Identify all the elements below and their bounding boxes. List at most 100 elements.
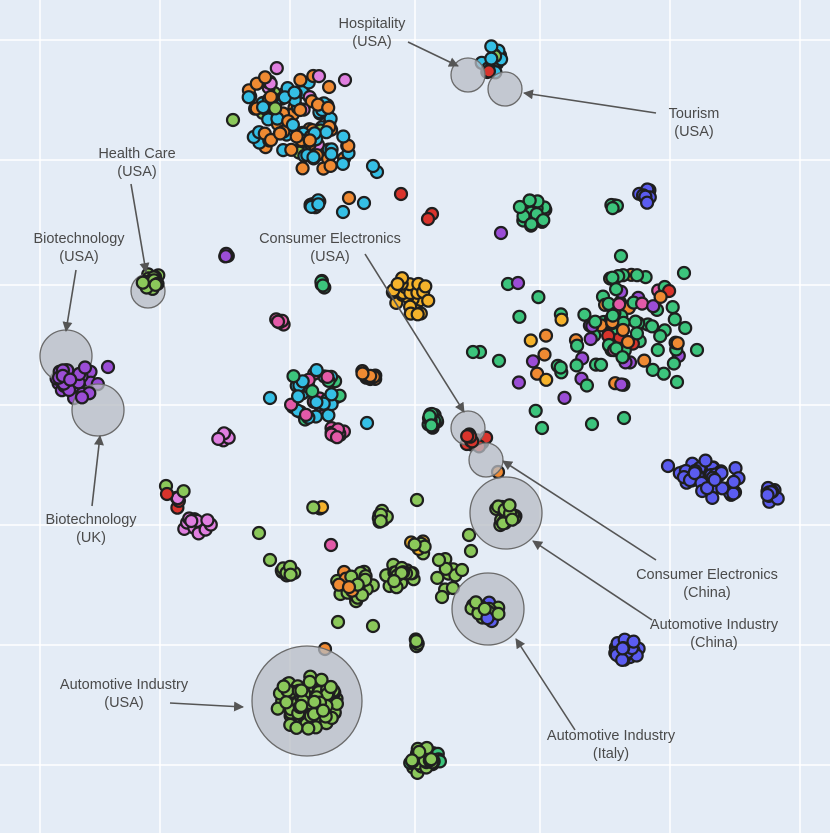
data-point: [512, 309, 527, 324]
data-point: [323, 537, 339, 553]
annotation-label: Automotive Industry: [547, 728, 676, 744]
data-point: [306, 500, 321, 515]
data-point: [387, 573, 402, 589]
data-point: [311, 197, 326, 212]
data-point: [569, 338, 585, 353]
data-point-highlighted: [77, 360, 93, 375]
data-point: [637, 353, 652, 368]
data-point: [431, 552, 447, 568]
data-point: [660, 458, 676, 474]
data-point: [176, 484, 191, 499]
data-point: [225, 112, 241, 128]
data-point: [365, 158, 381, 174]
data-point: [612, 297, 627, 312]
data-point: [528, 403, 543, 418]
annotation-label: (China): [683, 585, 731, 601]
data-point: [666, 356, 682, 371]
highlight-circle: [468, 442, 504, 478]
data-point: [626, 634, 641, 649]
data-point: [760, 487, 775, 503]
annotation-label: Automotive Industry: [60, 677, 189, 693]
data-point: [531, 290, 546, 305]
data-point: [629, 268, 645, 283]
data-point-highlighted: [502, 498, 517, 513]
data-point: [613, 248, 629, 264]
data-point: [454, 562, 470, 578]
data-point: [315, 278, 330, 293]
data-point: [614, 377, 629, 392]
data-point: [324, 146, 339, 162]
data-point: [493, 225, 509, 241]
data-point: [286, 369, 301, 384]
data-point: [676, 265, 692, 281]
annotation-arrow: [515, 638, 576, 731]
data-point: [293, 102, 308, 118]
data-point: [262, 390, 278, 406]
annotations: Hospitality(USA)Tourism(USA)Health Care(…: [33, 16, 778, 762]
data-point-highlighted: [74, 390, 90, 405]
data-point: [184, 513, 199, 529]
annotation-arrow: [407, 41, 459, 67]
annotation-label: (China): [690, 635, 738, 651]
annotation-label: (USA): [674, 124, 713, 140]
data-point-highlighted: [323, 679, 338, 695]
data-point: [553, 360, 568, 375]
data-point: [510, 275, 526, 291]
data-point: [593, 357, 609, 372]
data-point: [287, 85, 302, 100]
data-point: [461, 527, 477, 543]
data-point: [687, 466, 702, 481]
annotation-label: Automotive Industry: [650, 617, 779, 633]
data-point: [409, 633, 424, 649]
data-point: [615, 641, 630, 656]
data-point: [355, 366, 370, 381]
data-point-highlighted: [289, 720, 304, 735]
data-point: [409, 492, 425, 508]
data-point: [605, 270, 620, 285]
data-point-highlighted: [314, 672, 329, 687]
annotation-arrow: [532, 540, 653, 621]
data-point: [615, 322, 631, 338]
data-point: [298, 407, 314, 422]
data-point: [522, 193, 537, 208]
data-point: [341, 579, 357, 595]
data-point: [320, 369, 335, 384]
data-point: [373, 514, 388, 529]
highlight-circle: [450, 57, 486, 93]
data-point: [323, 158, 338, 173]
annotation-label: Biotechnology: [33, 231, 125, 247]
highlight-circles: [39, 57, 543, 757]
data-point: [605, 201, 620, 216]
data-point: [424, 418, 439, 433]
data-point: [337, 72, 353, 88]
data-point: [512, 199, 528, 215]
data-point: [726, 486, 741, 501]
data-point: [341, 190, 357, 206]
data-point-highlighted: [316, 703, 331, 718]
data-point: [322, 79, 337, 95]
data-point: [615, 350, 630, 365]
data-point: [365, 618, 381, 634]
annotation-arrow: [62, 269, 77, 332]
data-point: [335, 204, 351, 220]
data-point: [615, 652, 630, 668]
data-point: [645, 362, 660, 377]
data-point: [646, 299, 661, 314]
data-point: [653, 329, 668, 344]
data-point: [534, 420, 550, 436]
data-point: [283, 567, 298, 582]
data-point: [291, 389, 306, 404]
data-point: [258, 70, 273, 85]
data-point: [410, 307, 425, 322]
data-point: [311, 68, 327, 84]
data-point: [273, 126, 288, 141]
annotation-arrow: [364, 253, 465, 413]
data-point-highlighted: [307, 694, 322, 710]
data-point: [100, 359, 116, 375]
annotation-arrow: [130, 183, 150, 273]
annotation-label: (USA): [117, 164, 156, 180]
data-point: [420, 211, 436, 227]
data-point-highlighted: [460, 429, 475, 444]
data-point: [554, 312, 569, 327]
data-point: [218, 249, 233, 264]
